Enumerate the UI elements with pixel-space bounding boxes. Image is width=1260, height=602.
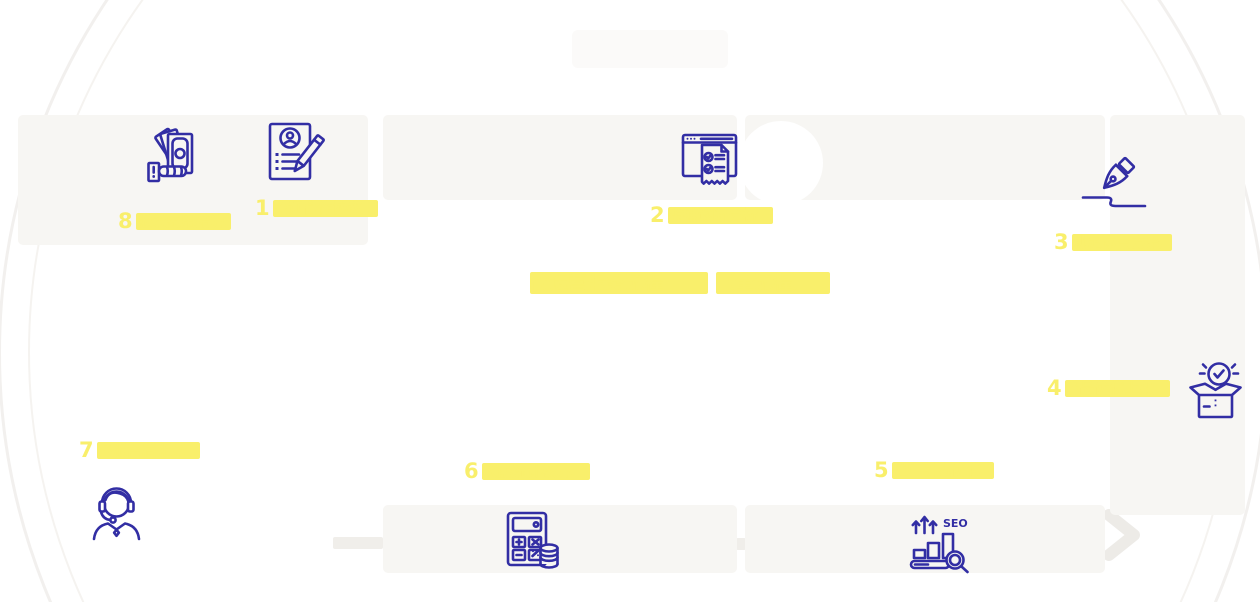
- flow-arrow-chevron: [1103, 509, 1140, 561]
- step-7-label: 7 客服售后服务: [79, 439, 200, 461]
- customer-service-icon: [92, 487, 141, 541]
- card-decoration-circle: [745, 121, 823, 200]
- seo-text: SEO: [943, 517, 968, 530]
- step-3-label: 3 制定运营方案: [1054, 231, 1172, 253]
- step-8-label: 8 服务费用结算: [118, 210, 231, 232]
- connector-bar-middle: [736, 538, 746, 550]
- center-headline-main: 代运营服务流程: [530, 272, 708, 294]
- card-top-right: [745, 115, 1105, 200]
- card-bottom-middle: [383, 505, 737, 573]
- step-1-number: 1: [255, 196, 270, 220]
- step-7-text: 客服售后服务: [96, 441, 200, 459]
- connector-bar-left: [333, 537, 383, 549]
- step-3-text: 制定运营方案: [1071, 233, 1172, 251]
- browser-checklist-icon: [681, 133, 738, 185]
- step-6-text: 数据统计核算: [481, 462, 590, 480]
- step-8-text: 服务费用结算: [135, 212, 231, 230]
- step-8-number: 8: [118, 209, 133, 233]
- step-4-text: 产品优化上架: [1064, 379, 1170, 397]
- step-5-text: 推广引流优化: [891, 461, 994, 479]
- seo-chart-icon: SEO: [909, 515, 969, 574]
- step-6-label: 6 数据统计核算: [464, 460, 590, 482]
- page-title: 服务流程: [572, 30, 728, 68]
- step-2-label: 2 店铺诊断分析: [650, 204, 773, 226]
- center-headline-bracket: （全流程）: [716, 272, 830, 294]
- package-check-icon: [1189, 362, 1242, 419]
- step-3-number: 3: [1054, 230, 1069, 254]
- step-5-label: 5 推广引流优化: [874, 459, 994, 481]
- step-2-text: 店铺诊断分析: [667, 206, 773, 224]
- money-payment-icon: [147, 127, 194, 183]
- step-5-number: 5: [874, 458, 889, 482]
- contract-document-icon: [268, 122, 325, 181]
- step-1-text: 签订合作协议: [272, 199, 378, 217]
- step-2-number: 2: [650, 203, 665, 227]
- center-headline: 代运营服务流程 （全流程）: [530, 272, 830, 294]
- calculator-coins-icon: [506, 511, 559, 569]
- step-4-number: 4: [1047, 376, 1062, 400]
- card-right-column: [1110, 115, 1245, 515]
- step-6-number: 6: [464, 459, 479, 483]
- step-1-label: 1 签订合作协议: [255, 197, 378, 219]
- card-top-middle: [383, 115, 737, 200]
- step-4-label: 4 产品优化上架: [1047, 377, 1170, 399]
- signature-pen-icon: [1081, 156, 1147, 208]
- step-7-number: 7: [79, 438, 94, 462]
